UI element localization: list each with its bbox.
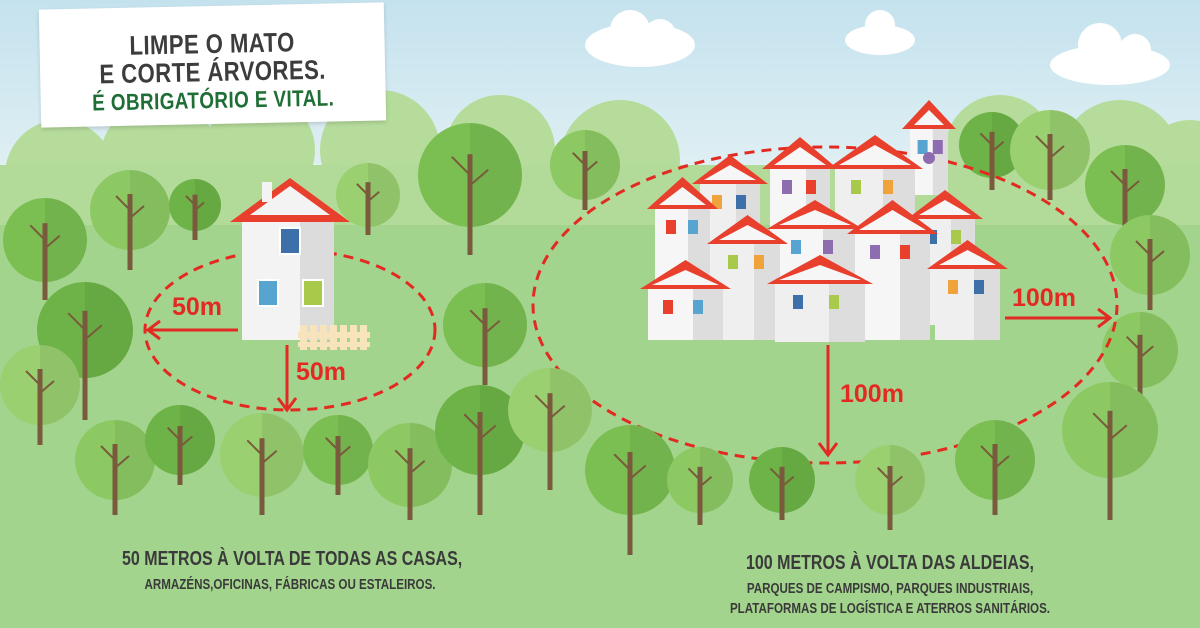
tree xyxy=(550,130,620,210)
tree xyxy=(749,447,815,520)
house-caption-subtitle: ARMAZÉNS,OFICINAS, FÁBRICAS OU ESTALEIRO… xyxy=(144,577,436,593)
village-down-distance: 100m xyxy=(840,380,904,408)
tree xyxy=(443,283,527,385)
house-side-distance: 50m xyxy=(172,293,222,321)
cloud-icon xyxy=(585,10,695,67)
village-caption-subtitle-1: PARQUES DE CAMPISMO, PARQUES INDUSTRIAIS… xyxy=(746,581,1034,597)
tree xyxy=(1085,145,1165,235)
tree xyxy=(855,445,925,530)
clock-icon xyxy=(923,152,935,164)
tree xyxy=(3,198,87,300)
tree xyxy=(508,368,592,490)
house xyxy=(230,178,350,340)
tree xyxy=(585,425,675,555)
cloud-icon xyxy=(1050,23,1170,85)
tree xyxy=(303,415,373,495)
tree xyxy=(1102,312,1178,405)
village-side-distance: 100m xyxy=(1012,284,1076,312)
tree xyxy=(145,405,215,485)
headline-sign: LIMPE O MATO E CORTE ÁRVORES. É OBRIGATÓ… xyxy=(38,2,387,128)
village-caption-subtitle-2: PLATAFORMAS DE LOGÍSTICA E ATERROS SANIT… xyxy=(729,601,1051,617)
village-caption-title: 100 METROS À VOLTA DAS ALDEIAS, xyxy=(745,552,1035,574)
village-zone-caption: 100 METROS À VOLTA DAS ALDEIAS, PARQUES … xyxy=(660,552,1120,617)
village-building xyxy=(767,255,873,342)
house-zone-caption: 50 METROS À VOLTA DE TODAS AS CASAS, ARM… xyxy=(80,548,500,593)
tree xyxy=(220,413,304,515)
tree xyxy=(336,163,400,235)
village-building xyxy=(927,240,1008,340)
tree xyxy=(667,447,733,525)
tree xyxy=(368,423,452,520)
cloud-icon xyxy=(845,10,915,55)
tree xyxy=(1062,382,1158,520)
tree xyxy=(1110,215,1190,310)
house-caption-title: 50 METROS À VOLTA DE TODAS AS CASAS, xyxy=(122,548,463,570)
tree xyxy=(0,345,80,445)
tree xyxy=(1010,110,1090,200)
tree xyxy=(90,170,170,270)
house-down-distance: 50m xyxy=(296,358,346,386)
arrow-icon xyxy=(145,307,1113,458)
village-building xyxy=(640,260,731,340)
tree xyxy=(955,420,1035,515)
tree xyxy=(418,123,522,255)
village-zone-boundary xyxy=(531,145,1119,465)
village-building xyxy=(902,100,956,195)
fence xyxy=(298,325,370,350)
house-zone-boundary xyxy=(143,248,437,412)
village xyxy=(640,100,1008,342)
tree xyxy=(169,179,221,240)
village-building xyxy=(847,200,938,340)
headline-line-3: É OBRIGATÓRIO E VITAL. xyxy=(91,84,335,116)
